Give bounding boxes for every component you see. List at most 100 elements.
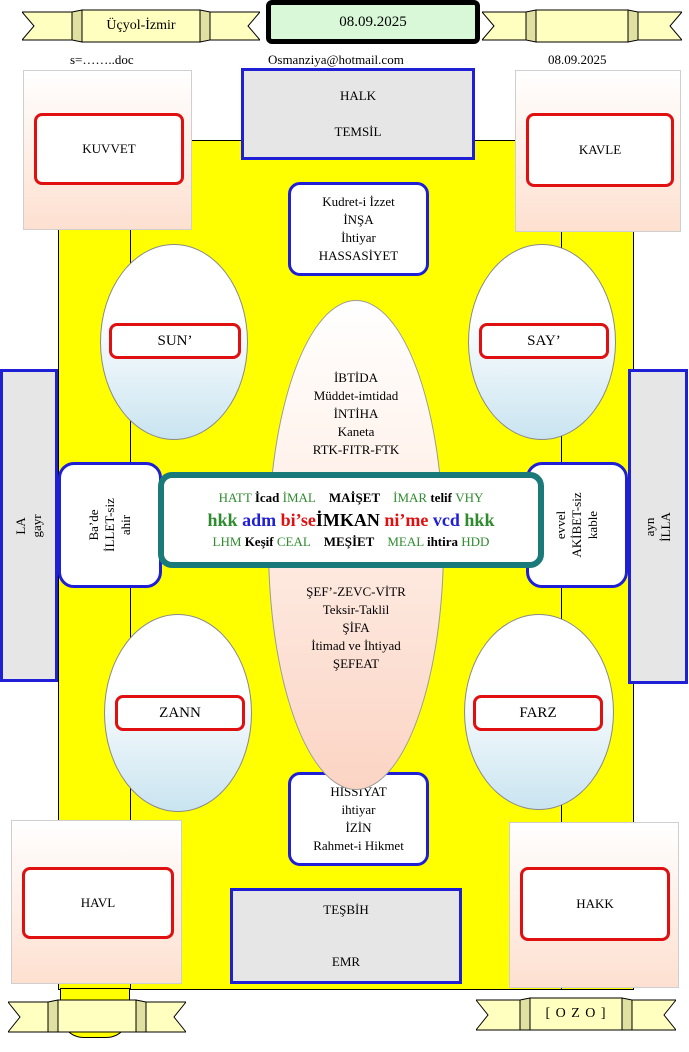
imkan-row3-word-1: Keşif: [244, 534, 277, 549]
imkan-row-1: HATT İcad İMAL MAİŞET İMAR telif VHY: [219, 488, 484, 508]
imkan-row1-word-4: İMAR: [380, 490, 431, 505]
date-right-label: 08.09.2025: [548, 52, 607, 67]
emr-label: EMR: [331, 954, 361, 969]
bade-text: Ba’de İLLET-siz ahir: [86, 498, 134, 552]
oval-farz: FARZ: [464, 614, 614, 810]
kaneta-label: Kaneta: [337, 424, 375, 439]
hakk-label: HAKK: [576, 896, 614, 911]
imkan-row-2: hkk adm bi’seİMKAN ni’me vcd hkk: [208, 508, 495, 532]
kuvvet-label: KUVVET: [82, 141, 136, 156]
imkan-row3-word-3: MEŞİET: [310, 534, 375, 549]
say-label: SAY’: [527, 333, 561, 349]
top-left-ribbon-label: Üçyol-İzmir: [106, 18, 176, 33]
imkan-row1-word-3: MAİŞET: [315, 490, 381, 505]
kudret-line-1: Kudret-i İzzet: [322, 194, 395, 209]
rtk-label: RTK-FITR-FTK: [312, 442, 400, 457]
halk-temsil-box: HALK TEMSİL: [241, 68, 475, 160]
oval-bottom-text: ŞEF’-ZEVC-VİTR Teksir-Taklil ŞİFA İtimad…: [268, 582, 444, 674]
imkan-row3-word-4: MEAL: [374, 534, 427, 549]
corner-bottom-left: HAVL: [11, 820, 182, 984]
havl-box: HAVL: [22, 867, 174, 939]
muddet-label: Müddet-imtidad: [313, 388, 399, 403]
ahir-label: ahir: [118, 514, 133, 536]
evvel-text: evvel AKİBET-siz kable: [553, 492, 601, 557]
imkan-row2-word-5: vcd: [432, 510, 465, 530]
email-label: Osmanziya@hotmail.com: [268, 52, 404, 67]
kavle-label: KAVLE: [578, 142, 622, 157]
imkan-row2-word-1: adm: [242, 510, 281, 530]
la-gayr-box: LA gayr: [0, 369, 58, 682]
zann-label: ZANN: [159, 705, 201, 721]
hissiyat-box: HİSSİYAT ihtiyar İZİN Rahmet-i Hikmet: [288, 772, 429, 866]
halk-label: HALK: [339, 88, 377, 103]
corner-top-left: KUVVET: [23, 70, 192, 230]
temsil-label: TEMSİL: [334, 124, 382, 139]
zann-box: ZANN: [115, 695, 245, 731]
bade-label: Ba’de: [86, 509, 101, 541]
intiha-label: İNTİHA: [333, 406, 379, 421]
evvel-label: evvel: [553, 510, 568, 540]
imkan-row2-word-0: hkk: [207, 510, 243, 530]
ayn-illa-text: ayn İLLA: [642, 512, 674, 542]
bade-box: Ba’de İLLET-siz ahir: [58, 462, 162, 588]
imkan-row2-word-4: ni’me: [384, 510, 433, 530]
corner-bottom-right: HAKK: [509, 822, 679, 988]
imkan-box: HATT İcad İMAL MAİŞET İMAR telif VHY hkk…: [158, 472, 544, 568]
date-box: 08.09.2025: [266, 0, 480, 44]
sun-box: SUN’: [109, 323, 241, 359]
itimad-label: İtimad ve İhtiyad: [311, 638, 401, 653]
ayn-label: ayn: [642, 517, 657, 536]
imkan-row1-word-0: HATT: [218, 490, 255, 505]
imkan-row1-word-1: İcad: [254, 490, 283, 505]
sun-label: SUN’: [157, 333, 193, 349]
la-label: LA: [13, 516, 28, 535]
date-box-label: 08.09.2025: [339, 13, 407, 30]
top-right-ribbon-shape: [482, 9, 682, 43]
hissiyat-line-3: İZİN: [345, 820, 372, 835]
kable-label: kable: [585, 510, 600, 540]
imkan-row3-word-0: LHM: [212, 534, 245, 549]
illet-siz-label: İLLET-siz: [102, 498, 117, 552]
imkan-row-3: LHM Keşif CEAL MEŞİET MEAL ihtira HDD: [213, 532, 490, 552]
farz-box: FARZ: [473, 695, 603, 731]
imkan-row1-word-6: VHY: [455, 490, 484, 505]
sifa-label: ŞİFA: [342, 620, 370, 635]
imkan-row2-word-3: İMKAN: [315, 510, 385, 530]
ozo-label: [ O Z O ]: [545, 1006, 607, 1021]
imkan-row2-word-2: bi’se: [280, 510, 316, 530]
la-gayr-text: LA gayr: [13, 514, 45, 537]
imkan-row1-word-2: İMAL: [282, 490, 316, 505]
hakk-box: HAKK: [520, 867, 670, 941]
top-left-ribbon-shape: [22, 9, 260, 43]
gayr-label: gayr: [29, 513, 44, 538]
sef-label: ŞEF’-ZEVC-VİTR: [306, 584, 406, 599]
imkan-row3-word-5: ihtira: [426, 534, 462, 549]
oval-say: SAY’: [468, 244, 616, 440]
file-label: s=……..doc: [70, 52, 134, 67]
tesbih-label: TEŞBİH: [323, 902, 369, 917]
kudret-line-2: İNŞA: [343, 212, 374, 227]
imkan-row3-word-6: HDD: [461, 534, 490, 549]
oval-sun: SUN’: [100, 244, 248, 440]
illa-label: İLLA: [658, 511, 673, 542]
kavle-box: KAVLE: [526, 113, 674, 187]
teksir-label: Teksir-Taklil: [322, 602, 390, 617]
kudret-box: Kudret-i İzzet İNŞA İhtiyar HASSASİYET: [288, 182, 429, 276]
corner-top-right: KAVLE: [515, 70, 681, 232]
imkan-row2-word-6: hkk: [464, 510, 495, 530]
havl-label: HAVL: [80, 895, 116, 910]
akibet-siz-label: AKİBET-siz: [569, 492, 584, 558]
hissiyat-line-4: Rahmet-i Hikmet: [313, 838, 404, 853]
imkan-row3-word-2: CEAL: [276, 534, 311, 549]
hissiyat-line-2: ihtiyar: [341, 802, 376, 817]
kuvvet-box: KUVVET: [34, 113, 184, 185]
kudret-line-3: İhtiyar: [341, 230, 376, 245]
say-box: SAY’: [479, 323, 609, 359]
imkan-row1-word-5: telif: [430, 490, 456, 505]
farz-label: FARZ: [519, 705, 557, 721]
bottom-right-ribbon-shape: [476, 997, 676, 1031]
bottom-left-ribbon-shape: [8, 999, 186, 1033]
oval-top-text: İBTİDA Müddet-imtidad İNTİHA Kaneta RTK-…: [268, 368, 444, 460]
ayn-illa-box: ayn İLLA: [628, 369, 688, 684]
oval-zann: ZANN: [104, 614, 252, 812]
